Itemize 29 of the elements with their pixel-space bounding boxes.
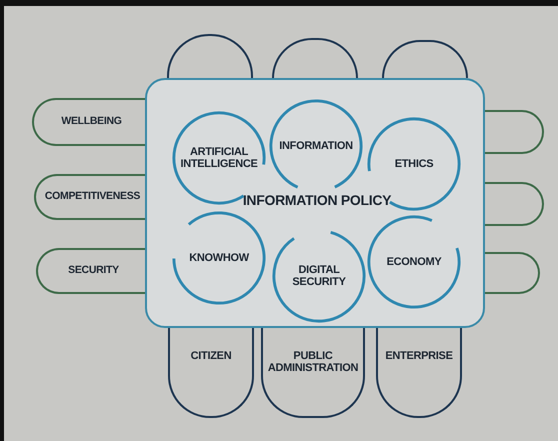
topic-circle bbox=[171, 210, 267, 306]
node-label: CITIZEN bbox=[190, 350, 232, 362]
tab-shape bbox=[34, 174, 145, 220]
node-label: ETHICS bbox=[394, 158, 434, 170]
node-label: WELLBEING bbox=[60, 116, 123, 128]
node-label: ENTERPRISE bbox=[385, 350, 453, 362]
tab-shape bbox=[168, 328, 254, 418]
node-label: KNOWHOW bbox=[189, 252, 249, 264]
node-label: INFORMATION bbox=[279, 140, 353, 152]
tab-shape bbox=[485, 182, 544, 226]
tab-shape bbox=[272, 38, 358, 78]
node-label: PUBLIC ADMINISTRATION bbox=[266, 350, 360, 374]
tab-shape bbox=[36, 248, 145, 294]
policy-panel bbox=[145, 78, 485, 328]
node-label: ECONOMY bbox=[386, 256, 442, 268]
tab-shape bbox=[261, 328, 365, 418]
node-label: DIGITAL SECURITY bbox=[291, 264, 347, 288]
node-label: SECURITY bbox=[67, 265, 120, 277]
tab-shape bbox=[167, 34, 253, 78]
tab-shape bbox=[382, 40, 468, 78]
node-label: COMPETITIVENESS bbox=[44, 191, 142, 203]
tab-shape bbox=[32, 98, 145, 146]
topic-circle bbox=[366, 214, 462, 310]
tab-shape bbox=[485, 252, 540, 294]
topic-circle bbox=[271, 228, 367, 324]
node-label: ARTIFICIAL INTELLIGENCE bbox=[179, 146, 259, 170]
tab-shape bbox=[376, 328, 462, 418]
panel-title: INFORMATION POLICY bbox=[242, 193, 392, 208]
tab-shape bbox=[485, 110, 544, 154]
